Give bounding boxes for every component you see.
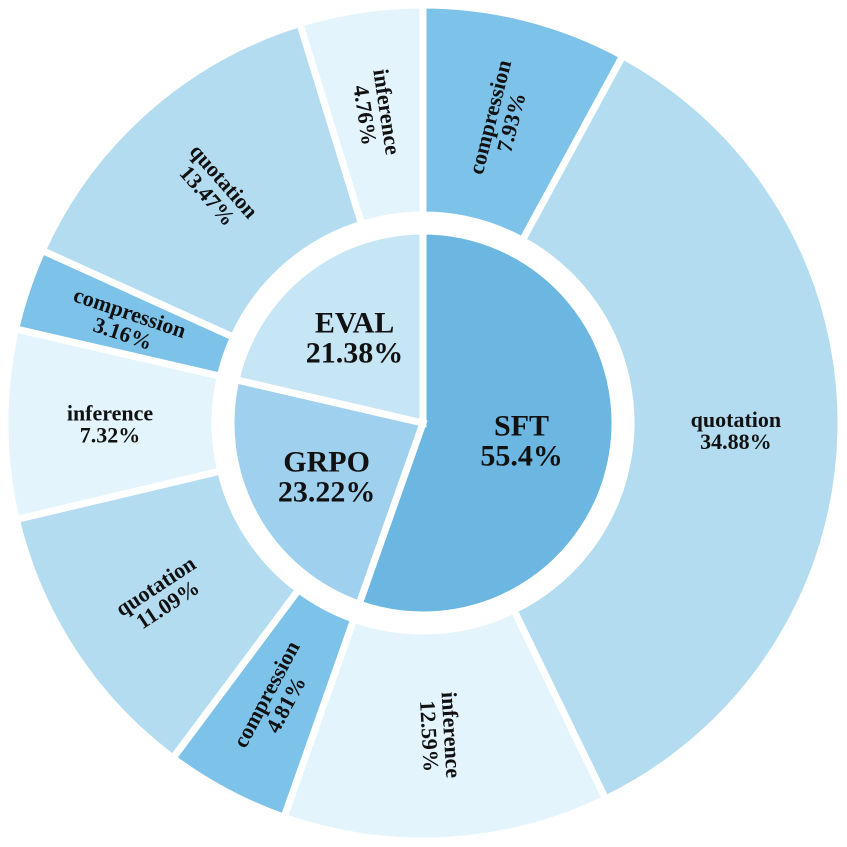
outer-slice-grpo-quotation (12, 466, 304, 763)
inner-label-sft-name: SFT (494, 409, 549, 442)
inner-label-grpo-name: GRPO (283, 445, 370, 478)
outer-label-sft-inference-value: 12.59% (415, 700, 444, 773)
inner-slice-grpo (227, 375, 428, 609)
outer-label-eval-inference: inference4.76% (347, 67, 406, 160)
outer-label-sft-inference: inference12.59% (415, 691, 467, 780)
outer-label-sft-inference-name: inference (437, 691, 467, 779)
inner-ring (227, 227, 619, 619)
outer-label-sft-quotation-value: 34.88% (700, 429, 772, 454)
inner-label-eval-name: EVAL (315, 306, 394, 339)
outer-slice-sft-inference (279, 605, 611, 845)
inner-label-eval-value: 21.38% (306, 336, 404, 369)
inner-slice-eval (231, 227, 427, 428)
outer-slice-eval-quotation (37, 19, 367, 342)
inner-label-grpo-value: 23.22% (278, 475, 376, 508)
outer-slice-sft-quotation (509, 51, 845, 804)
outer-label-grpo-inference-name: inference (67, 401, 154, 426)
outer-label-sft-quotation-name: quotation (691, 407, 781, 432)
inner-label-sft-value: 55.4% (480, 439, 563, 472)
outer-slice-eval-inference (295, 1, 427, 229)
outer-label-grpo-inference-value: 7.32% (80, 423, 141, 448)
